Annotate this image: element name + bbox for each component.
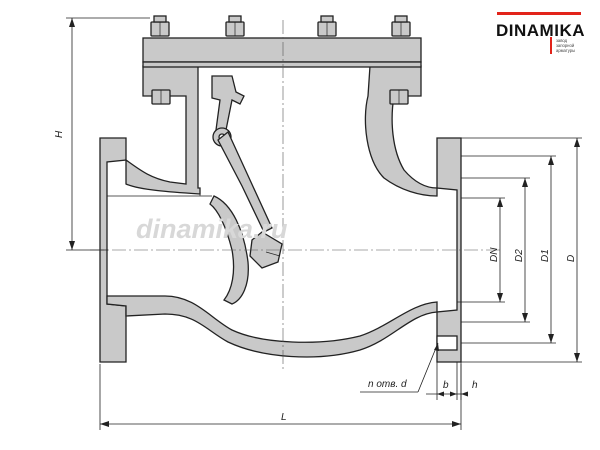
dim-diameters: DN D2 D1 D bbox=[437, 137, 582, 363]
dim-H-label: H bbox=[54, 130, 65, 138]
bolt-4 bbox=[389, 15, 411, 105]
bolt-hole-section bbox=[436, 335, 458, 351]
logo-accent-bar bbox=[497, 12, 581, 15]
disc-nut-detail bbox=[265, 251, 281, 257]
bolt-1 bbox=[150, 15, 171, 105]
cover-gasket bbox=[142, 61, 422, 68]
valve-cover bbox=[142, 37, 422, 68]
hinge-bracket bbox=[211, 75, 245, 131]
check-disc bbox=[209, 195, 249, 305]
dim-D1-label: D1 bbox=[540, 249, 551, 262]
valve-body bbox=[99, 65, 462, 363]
dim-L-label: L bbox=[281, 412, 287, 423]
logo-tagline-2: запорной bbox=[556, 43, 575, 48]
dim-H: H bbox=[54, 17, 150, 251]
dim-b-h: b h bbox=[426, 362, 478, 400]
body-shell-right bbox=[364, 65, 438, 197]
dim-h-label: h bbox=[472, 380, 478, 391]
bore-passage bbox=[106, 196, 458, 302]
dim-D-label: D bbox=[566, 255, 577, 262]
brand-logo: DINAMIKA завод запорной арматуры bbox=[496, 12, 585, 54]
body-inner-contour bbox=[107, 190, 212, 297]
disc-assembly bbox=[209, 75, 283, 305]
dim-L: L bbox=[99, 364, 462, 430]
bolt-3 bbox=[317, 15, 337, 37]
cover-plate bbox=[142, 37, 422, 63]
dim-DN-label: DN bbox=[489, 247, 500, 262]
center-lines bbox=[90, 20, 500, 370]
logo-divider bbox=[550, 37, 552, 54]
watermark-text: dinamika.ru bbox=[136, 214, 288, 244]
body-shell-left bbox=[125, 65, 201, 195]
hinge-arm bbox=[217, 130, 273, 233]
dim-bolt-holes: n отв. d bbox=[360, 335, 458, 393]
cover-bolts bbox=[150, 15, 411, 105]
logo-brand-text: DINAMIKA bbox=[496, 21, 585, 40]
logo-tagline-1: завод bbox=[556, 38, 568, 43]
logo-tagline-3: арматуры bbox=[556, 48, 575, 53]
body-shell-lower bbox=[106, 295, 438, 358]
dim-D2-label: D2 bbox=[514, 249, 525, 262]
dim-b-label: b bbox=[443, 380, 449, 391]
dim-holes-label: n отв. d bbox=[368, 379, 407, 390]
bolt-2 bbox=[225, 15, 245, 37]
